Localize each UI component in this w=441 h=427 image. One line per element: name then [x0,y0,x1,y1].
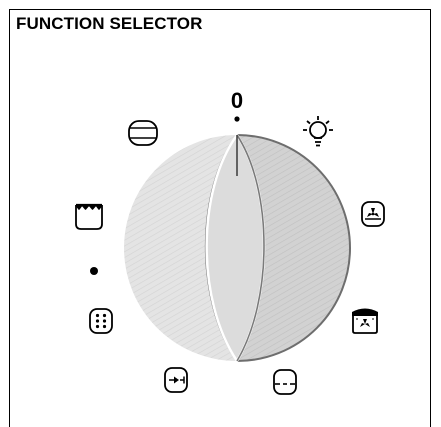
lightbulb-icon [303,116,333,147]
grill-icon [75,203,103,230]
selector-knob[interactable] [124,132,351,364]
defrost-icon [164,367,188,393]
off-marker-dot [234,116,240,122]
panel-frame [9,9,431,427]
off-label: 0 [231,88,243,113]
fan-icon [361,201,385,227]
dots-grid-icon [89,308,113,334]
bottom-heat-icon [273,369,297,395]
top-bottom-heat-icon [128,120,158,146]
fan-grill-icon [352,308,378,334]
panel-title: FUNCTION SELECTOR [16,14,203,33]
dot-icon [90,267,98,275]
